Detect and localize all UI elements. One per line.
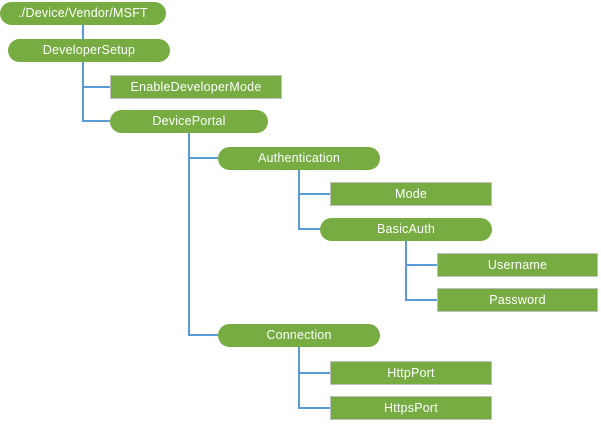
connector-developersetup-to-deviceportal <box>82 62 110 122</box>
connector-basicauth-to-password <box>405 241 437 301</box>
node-httpsport[interactable]: HttpsPort <box>330 396 492 420</box>
connector-connection-to-httpport <box>298 347 330 374</box>
connector-connection-to-httpsport <box>298 347 330 409</box>
node-label-developersetup: DeveloperSetup <box>42 43 136 58</box>
node-label-httpport: HttpPort <box>387 365 435 380</box>
node-label-mode: Mode <box>394 186 428 201</box>
node-mode[interactable]: Mode <box>330 182 492 206</box>
node-label-deviceportal: DevicePortal <box>152 114 226 129</box>
node-basicauth[interactable]: BasicAuth <box>320 218 492 241</box>
connector-authentication-to-basicauth <box>298 170 320 230</box>
node-enabledevmode[interactable]: EnableDeveloperMode <box>110 75 282 99</box>
node-label-httpsport: HttpsPort <box>384 400 438 415</box>
node-root[interactable]: ./Device/Vendor/MSFT <box>0 2 166 25</box>
node-label-password: Password <box>489 292 546 307</box>
node-httpport[interactable]: HttpPort <box>330 361 492 385</box>
node-label-enabledevmode: EnableDeveloperMode <box>130 79 262 94</box>
node-label-root: ./Device/Vendor/MSFT <box>18 6 148 21</box>
node-label-authentication: Authentication <box>257 151 341 166</box>
node-developersetup[interactable]: DeveloperSetup <box>8 39 170 62</box>
node-deviceportal[interactable]: DevicePortal <box>110 110 268 133</box>
node-label-username: Username <box>487 257 548 272</box>
connector-deviceportal-to-authentication <box>188 133 218 159</box>
node-username[interactable]: Username <box>437 253 598 277</box>
connector-deviceportal-to-connection <box>188 133 218 336</box>
node-connection[interactable]: Connection <box>218 324 380 347</box>
connector-authentication-to-mode <box>298 170 330 195</box>
node-label-basicauth: BasicAuth <box>376 222 436 237</box>
node-authentication[interactable]: Authentication <box>218 147 380 170</box>
connector-developersetup-to-enabledevmode <box>82 62 110 88</box>
node-label-connection: Connection <box>266 328 332 343</box>
connector-basicauth-to-username <box>405 241 437 266</box>
node-password[interactable]: Password <box>437 288 598 312</box>
